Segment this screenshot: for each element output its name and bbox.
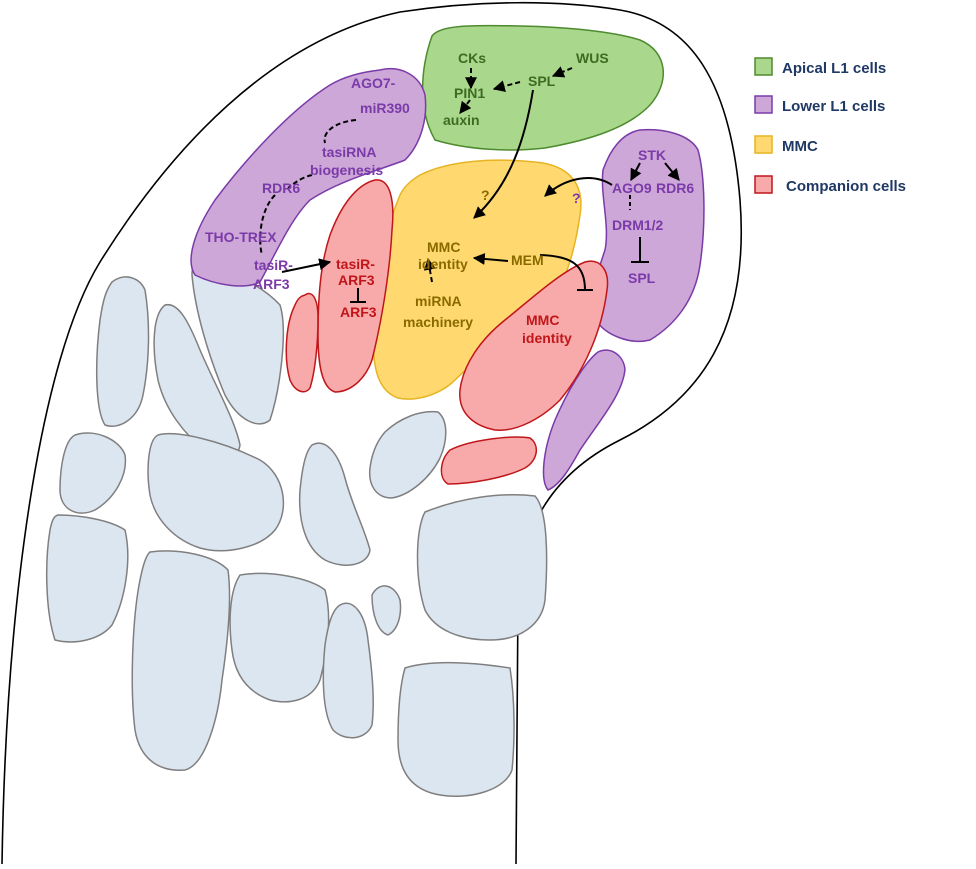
legend-label-lower: Lower L1 cells [782,98,885,115]
label-mmc-identity-2: identity [418,256,468,272]
label-tasir-left-2: ARF3 [253,276,290,292]
legend-label-apical: Apical L1 cells [782,60,886,77]
label-ago9: AGO9 [612,180,652,196]
label-rdr6-left: RDR6 [262,180,300,196]
label-mirna-2: machinery [403,314,473,330]
legend-swatch-lower [755,96,772,113]
label-stk: STK [638,147,666,163]
somatic-cell [398,663,514,797]
legend-label-companion: Companion cells [786,178,906,195]
label-spl-apical: SPL [528,73,556,89]
legend-swatch-apical [755,58,772,75]
legend-swatch-companion [755,176,772,193]
label-companion-tasir-2: ARF3 [338,272,375,288]
legend-swatch-mmc [755,136,772,153]
label-cks: CKs [458,50,486,66]
label-drm: DRM1/2 [612,217,664,233]
label-spl-right: SPL [628,270,656,286]
legend-label-mmc: MMC [782,138,818,155]
label-tasirna-2: biogenesis [310,162,383,178]
label-mirna-1: miRNA [415,293,462,309]
label-companion-tasir-1: tasiR- [336,256,375,272]
somatic-cell [418,495,547,640]
question-mark-right: ? [572,190,581,206]
label-tasirna-1: tasiRNA [322,144,376,160]
label-wus: WUS [576,50,609,66]
label-tho-trex: THO-TREX [205,229,277,245]
label-ago7-2: miR390 [360,100,410,116]
label-pin1: PIN1 [454,85,485,101]
label-tasir-left-1: tasiR- [254,257,293,273]
label-companion-mmc-1: MMC [526,312,559,328]
label-ago7-1: AGO7- [351,75,396,91]
question-mark-top: ? [481,187,490,203]
legend: Apical L1 cells Lower L1 cells MMC Compa… [755,58,906,195]
label-mem: MEM [511,252,544,268]
label-rdr6-right: RDR6 [656,180,694,196]
somatic-cell [230,573,329,701]
label-mmc-identity-1: MMC [427,239,460,255]
label-companion-arf3: ARF3 [340,304,377,320]
label-companion-mmc-2: identity [522,330,572,346]
somatic-cell [97,277,149,426]
label-auxin: auxin [443,112,480,128]
